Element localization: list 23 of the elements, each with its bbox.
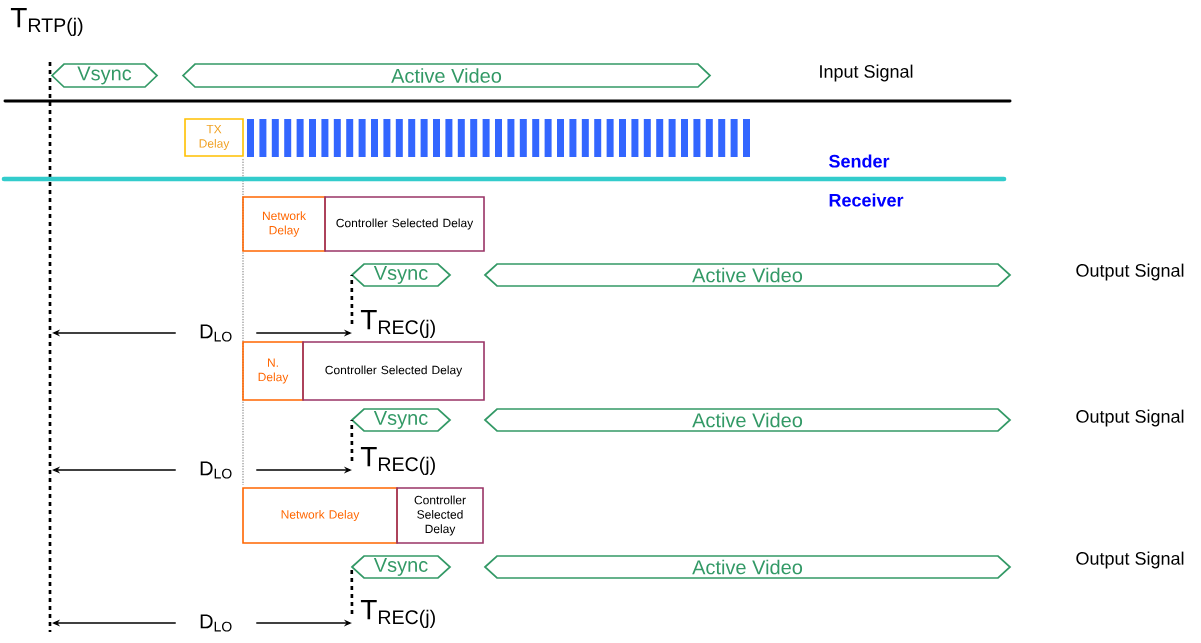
- signal-label: Output Signal: [1076, 409, 1184, 427]
- delay-box: Controller Selected Delay: [324, 196, 485, 252]
- signal-label: Input Signal: [820, 64, 913, 82]
- time-label: T$_{RTP(j)}$: [10, 8, 83, 36]
- delay-box: N. Delay: [242, 341, 304, 401]
- delay-box: TX Delay: [184, 118, 244, 157]
- delay-label: D$_{LO}$: [200, 461, 232, 479]
- time-label: T$_{REC(j)}$: [360, 310, 435, 338]
- time-label: T$_{REC(j)}$: [360, 447, 435, 475]
- dashed-line: [350, 567, 354, 614]
- signal-label: Output Signal: [1076, 551, 1184, 569]
- delay-box: Controller Selected Delay: [302, 341, 485, 401]
- delay-label: D$_{LO}$: [200, 324, 232, 342]
- delay-box: Controller Selected Delay: [396, 487, 484, 544]
- delay-label: D$_{LO}$: [200, 614, 232, 632]
- delay-box: Network Delay: [242, 487, 398, 544]
- dashed-line: [350, 275, 354, 324]
- time-label: T$_{REC(j)}$: [360, 600, 435, 628]
- delay-box: Network Delay: [242, 196, 326, 252]
- dashed-line: [350, 420, 354, 461]
- signal-label: Output Signal: [1076, 263, 1184, 281]
- sender-label: Sender: [829, 154, 890, 168]
- receiver-label: Receiver: [829, 193, 904, 207]
